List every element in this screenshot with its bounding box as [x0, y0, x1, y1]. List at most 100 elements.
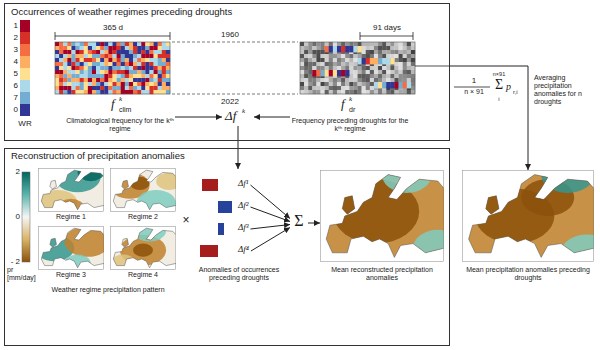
- drought-heatmap-cell: [378, 70, 382, 74]
- drought-heatmap-cell: [411, 66, 415, 70]
- heatmap-frame: [300, 42, 415, 94]
- drought-period-cell: [337, 46, 341, 52]
- drought-heatmap-cell: [353, 74, 357, 78]
- regime-heatmap-cell: [145, 90, 149, 94]
- regime-heatmap-cell: [129, 82, 133, 86]
- regime-heatmap-cell: [63, 62, 67, 66]
- map-caption: Mean precipitation anomalies preceding d…: [462, 266, 594, 282]
- drought-heatmap-cell: [411, 50, 415, 54]
- drought-heatmap-cell: [366, 54, 370, 58]
- drought-heatmap-cell: [329, 90, 333, 94]
- precipitation-anomaly: [475, 188, 554, 243]
- regime-heatmap-cell: [71, 54, 75, 58]
- regime-heatmap-cell: [92, 74, 96, 78]
- result-map: Mean reconstructed precipitation anomali…: [320, 170, 444, 298]
- regime-heatmap-cell: [149, 70, 153, 74]
- regime-heatmap-cell: [71, 62, 75, 66]
- regime-heatmap-cell: [88, 62, 92, 66]
- regime-heatmap-cell: [104, 54, 108, 58]
- regime-heatmap-cell: [55, 42, 59, 46]
- regime-heatmap-cell: [55, 50, 59, 54]
- drought-heatmap-cell: [304, 42, 308, 46]
- drought-heatmap-cell: [399, 42, 403, 46]
- regime-heatmap-cell: [121, 50, 125, 54]
- drought-heatmap-cell: [325, 62, 329, 66]
- colorbar-title: pr [mm/day]: [7, 266, 35, 282]
- drought-heatmap-cell: [341, 54, 345, 58]
- math-subscript: clim: [119, 106, 131, 114]
- drought-heatmap-cell: [300, 62, 304, 66]
- drought-heatmap-cell: [316, 50, 320, 54]
- drought-period-cell: [316, 70, 320, 76]
- regime-heatmap-cell: [88, 74, 92, 78]
- drought-heatmap-cell: [394, 90, 398, 94]
- drought-heatmap-cell: [399, 74, 403, 78]
- regime-heatmap-cell: [92, 78, 96, 82]
- frequency-term: fkdrFrequency preceding droughts for the…: [290, 98, 410, 138]
- regime-heatmap-cell: [154, 54, 158, 58]
- regime-heatmap-cell: [113, 70, 117, 74]
- regime-heatmap-cell: [113, 90, 117, 94]
- regime-heatmap-cell: [166, 74, 170, 78]
- term-caption: Frequency preceding droughts for the kᵗʰ…: [290, 117, 410, 133]
- bar-illustration: [198, 220, 238, 238]
- regime-heatmap-cell: [100, 86, 104, 90]
- bar-illustration: [198, 176, 238, 194]
- regime-heatmap-cell: [59, 50, 63, 54]
- regime-heatmap-cell: [108, 46, 112, 50]
- year-label: 2022: [216, 97, 244, 106]
- regime-heatmap-cell: [117, 70, 121, 74]
- drought-heatmap-cell: [378, 78, 382, 82]
- drought-heatmap-cell: [349, 90, 353, 94]
- drought-heatmap-cell: [411, 58, 415, 62]
- drought-heatmap-cell: [370, 70, 374, 74]
- drought-period-cell: [407, 82, 411, 88]
- regime-heatmap-cell: [145, 42, 149, 46]
- regime-heatmap-cell: [137, 50, 141, 54]
- drought-heatmap-cell: [382, 54, 386, 58]
- regime-heatmap-cell: [55, 62, 59, 66]
- regime-heatmap-cell: [104, 70, 108, 74]
- regime-heatmap-cell: [158, 82, 162, 86]
- map-illustration: [320, 170, 444, 262]
- drought-heatmap-cell: [403, 66, 407, 70]
- drought-heatmap-cell: [366, 46, 370, 50]
- regime-heatmap-cell: [158, 78, 162, 82]
- drought-heatmap-cell: [341, 58, 345, 62]
- map-illustration: [462, 170, 594, 262]
- regime-heatmap-cell: [166, 46, 170, 50]
- drought-heatmap-cell: [411, 62, 415, 66]
- regime-heatmap-cell: [113, 82, 117, 86]
- regime-heatmap-cell: [125, 46, 129, 50]
- regime-heatmap-cell: [158, 58, 162, 62]
- regime-heatmap-cell: [67, 82, 71, 86]
- regime-heatmap-cell: [80, 58, 84, 62]
- regime-heatmap-cell: [133, 50, 137, 54]
- drought-heatmap-cell: [300, 78, 304, 82]
- drought-heatmap-cell: [411, 82, 415, 86]
- leader-line: [55, 32, 56, 40]
- drought-heatmap-cell: [362, 66, 366, 70]
- regime-heatmap-cell: [154, 78, 158, 82]
- drought-heatmap-cell: [370, 82, 374, 86]
- drought-heatmap-cell: [370, 78, 374, 82]
- drought-heatmap-cell: [308, 62, 312, 66]
- drought-heatmap-cell: [304, 70, 308, 74]
- drought-heatmap-cell: [394, 74, 398, 78]
- regime-heatmap-cell: [104, 42, 108, 46]
- precipitation-anomaly: [541, 170, 594, 193]
- drought-heatmap-cell: [382, 42, 386, 46]
- drought-heatmap-cell: [382, 66, 386, 70]
- drought-heatmap-cell: [366, 74, 370, 78]
- regime-map: Regime 2: [110, 168, 176, 224]
- drought-heatmap-cell: [333, 86, 337, 90]
- regime-heatmap-cell: [100, 78, 104, 82]
- drought-heatmap-cell: [345, 58, 349, 62]
- drought-heatmap-cell: [366, 86, 370, 90]
- connector-arrow: [175, 117, 222, 118]
- regime-heatmap-cell: [133, 70, 137, 74]
- regime-heatmap-cell: [166, 62, 170, 66]
- drought-heatmap-cell: [411, 70, 415, 74]
- regime-heatmap-cell: [88, 66, 92, 70]
- regime-heatmap-cell: [88, 50, 92, 54]
